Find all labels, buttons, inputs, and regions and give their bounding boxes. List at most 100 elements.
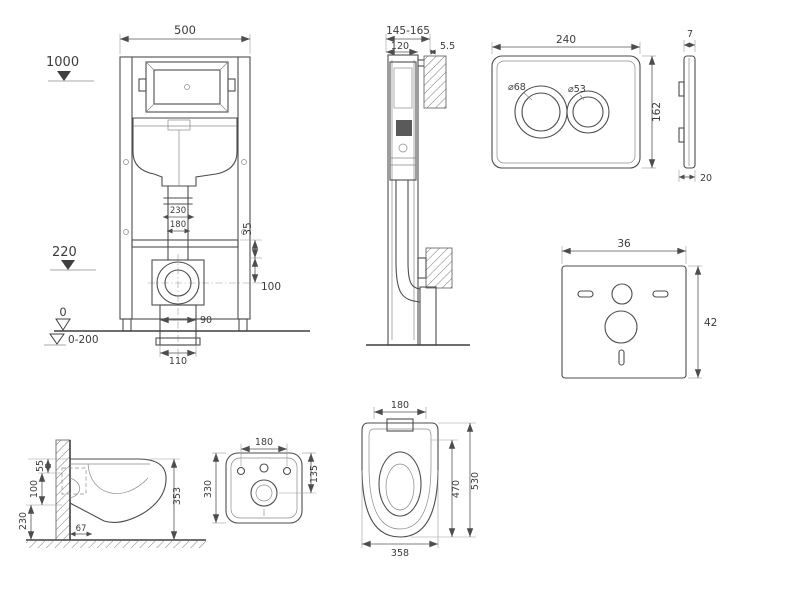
frame-foot-left [122,318,132,332]
panel-corner [145,103,155,113]
rail-hole [123,159,129,165]
panel-tab-left [138,78,147,92]
drain-outlet-inner [164,269,192,297]
floor-hatch [26,540,206,548]
panel-corner [145,61,155,71]
flush-button-large [514,85,568,139]
offset-100-label: 100 [261,281,281,293]
outlet-hole [250,479,278,507]
flush-bend-inner [407,179,421,290]
offset-35-label: 35 [242,222,254,235]
plate-width-label: 240 [556,34,576,46]
bolt-hole-left [236,466,246,476]
mat-slot-bottom [618,349,625,366]
outlet-width-label: 90 [200,315,212,326]
bracket-connector [417,257,427,279]
level-1000-label: 1000 [46,55,79,70]
mat-hole-top [611,283,633,305]
hidden-fixing [61,467,87,495]
rear-dim-135-label: 135 [309,465,320,483]
valve-block [396,120,412,136]
frame-outline [119,56,251,320]
mat-height-label: 42 [704,317,717,329]
inlet-hole [259,463,269,473]
mat-outline [561,265,687,379]
button-dia-left-label: ⌀68 [508,82,526,93]
trap-curve [69,477,81,499]
mat-slot-right [652,290,669,298]
rail-hole [123,229,129,235]
level-marker-open [49,333,65,345]
sound-insulation-mat-view: 36 42 [561,238,717,379]
flush-plate-side-view: 7 20 [678,29,712,184]
bowl-water-surface [385,463,415,511]
plate-height-label: 162 [651,102,663,122]
depth-range-label: 145-165 [386,25,430,37]
flush-bend-outer [395,179,421,303]
button-dia-right-label: ⌀53 [568,84,586,95]
cistern-side-detail [393,67,413,109]
outlet-downpipe [419,286,437,346]
bowl-profile [69,458,167,523]
seat-contour [368,428,432,530]
plate-thickness-label: 7 [687,29,693,40]
valve-knob [398,143,408,153]
bolt-hole-right [282,466,292,476]
side-dim-55-label: 55 [35,460,46,472]
top-dim-180-label: 180 [391,400,409,411]
pipe-dim-label: 230 [170,206,186,216]
leader-line [523,92,533,101]
adjust-range-label: 0-200 [68,334,99,346]
level-220-label: 220 [52,245,77,260]
cistern-body [132,117,238,187]
toilet-rear-view: 180 135 330 [203,437,320,524]
flush-plate [491,55,641,169]
level-marker-open [55,318,71,331]
outlet-hole-inner [255,484,273,502]
flush-button-small [566,90,610,134]
toilet-top-view: 180 470 530 358 [361,400,481,559]
cistern-connection [386,418,414,432]
plate-clip [678,81,685,97]
rail-hole [241,229,247,235]
outlet-offset-label: 110 [169,356,187,367]
toilet-side-view: 55 100 230 353 67 [18,439,206,548]
fill-valve [167,119,191,131]
rail-hole [241,159,247,165]
mat-slot-left [577,290,594,298]
plate-clip [678,127,685,143]
side-dim-100-label: 100 [29,480,40,498]
cistern-frame-side-view: 145-165 120 5.5 [366,25,470,346]
plate-side-profile [683,55,696,169]
access-panel-inner [153,69,221,105]
side-height-label: 353 [172,487,183,505]
rear-height-label: 330 [203,480,214,498]
panel-center-hole [184,84,190,90]
flush-button-small-inner [572,96,604,128]
panel-thickness-label: 5.5 [440,41,455,52]
flush-plate-front-view: 240 ⌀68 ⌀53 162 [491,34,663,169]
wall-section [55,439,71,541]
panel-tab-right [227,78,236,92]
drain-flange [155,337,201,346]
drain-outlet-circle [156,261,200,305]
top-width-label: 358 [391,548,409,559]
top-dim-470-label: 470 [451,480,462,498]
level-0-label: 0 [59,305,66,319]
depth-120-label: 120 [391,41,409,52]
cross-bar [131,239,239,248]
wall-bracket [425,247,453,289]
top-depth-label: 530 [470,472,481,490]
cistern-frame-front-view: 500 230 180 35 [44,23,310,367]
side-dim-230-label: 230 [18,512,29,530]
frame-side-outline [387,54,419,346]
rear-inner-contour [230,457,298,519]
rear-outline [225,452,303,524]
top-outline [361,422,439,538]
leader-line [579,94,585,101]
bowl-inner-curve [87,463,149,494]
flush-button-large-inner [521,92,561,132]
plate-depth-label: 20 [700,173,712,184]
frame-foot-right [238,318,248,332]
